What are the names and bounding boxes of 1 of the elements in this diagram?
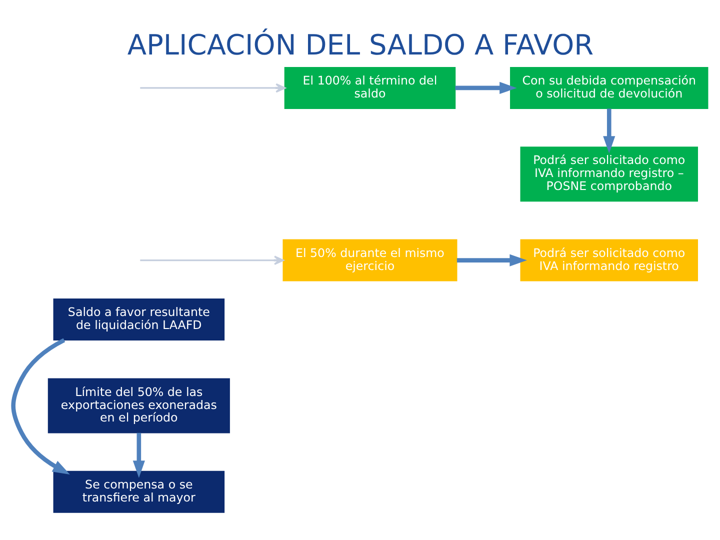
diagram-title: APLICACIÓN DEL SALDO A FAVOR: [126, 28, 594, 62]
